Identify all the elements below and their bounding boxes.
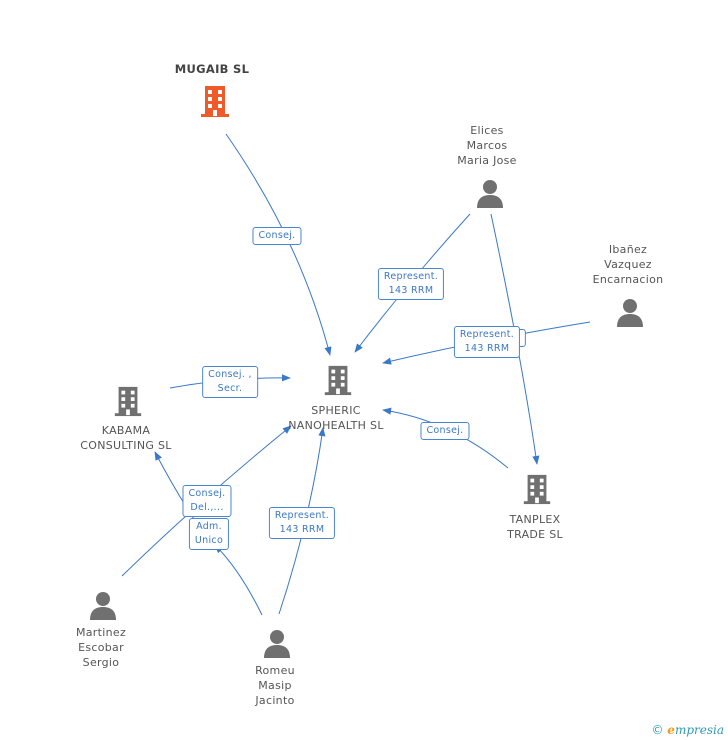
node-label-line: Vazquez	[604, 258, 652, 271]
edge-label-line: Secr.	[217, 383, 243, 394]
node-label-line: Jacinto	[255, 694, 295, 707]
copyright-symbol: ©	[651, 723, 664, 737]
node-label-line: TRADE SL	[507, 528, 563, 541]
person-icon-martinez[interactable]	[88, 590, 118, 620]
edge-label-line: Represent.	[274, 510, 330, 521]
brand-initial: e	[667, 723, 675, 737]
edge-label-martinez-spheric[interactable]: Consej. Del.,...	[182, 485, 232, 517]
edge-label-ibanez-spheric[interactable]: Represent. 143 RRM	[453, 326, 521, 358]
edge-romeu-kabama	[214, 544, 263, 616]
edge-label-line: Consej.	[188, 488, 226, 499]
node-label-line: Maria Jose	[457, 154, 517, 167]
edge-label-elices-spheric[interactable]: Represent. 143 RRM	[377, 268, 445, 300]
node-label-line: Escobar	[78, 641, 124, 654]
edge-label-line: 143 RRM	[464, 343, 510, 354]
edge-label-line: Consej. ,	[208, 369, 252, 380]
node-label-line: Elices	[470, 124, 504, 137]
node-label-line: TANPLEX	[509, 513, 561, 526]
node-label-tanplex[interactable]: TANPLEX TRADE SL	[507, 512, 563, 542]
company-icon-kabama[interactable]	[112, 384, 144, 418]
person-icon-elices[interactable]	[475, 178, 505, 208]
company-icon-mugaib[interactable]	[198, 84, 232, 118]
node-label-line: SPHERIC	[311, 404, 361, 417]
edge-label-romeu-spheric[interactable]: Represent. 143 RRM	[268, 507, 336, 539]
person-icon-romeu[interactable]	[262, 628, 292, 658]
user-icon	[617, 299, 643, 327]
node-label-line: Martinez	[75, 626, 127, 639]
person-icon-ibanez[interactable]	[615, 297, 645, 327]
edge-label-line: 143 RRM	[388, 285, 434, 296]
node-label-kabama[interactable]: KABAMA CONSULTING SL	[80, 423, 171, 453]
node-label-line: Sergio	[82, 656, 120, 669]
edge-label-line: Consej.	[258, 230, 296, 241]
node-label-line: Romeu	[255, 664, 295, 677]
edge-label-line: Represent.	[459, 329, 515, 340]
node-label-line: KABAMA	[101, 424, 151, 437]
edge-label-kabama-spheric[interactable]: Consej. , Secr.	[202, 366, 258, 398]
node-label-line: CONSULTING SL	[80, 439, 172, 452]
edge-label-line: Consej.	[426, 425, 464, 436]
company-icon-tanplex[interactable]	[521, 472, 553, 506]
node-label-mugaib[interactable]: MUGAIB SL	[175, 62, 249, 77]
node-label-line: Encarnacion	[592, 273, 664, 286]
node-label-line: Masip	[258, 679, 292, 692]
empresia-watermark[interactable]: © empresia	[651, 723, 724, 737]
user-icon	[477, 180, 503, 208]
edge-label-tanplex-spheric[interactable]: Consej.	[420, 422, 470, 440]
edge-label-line: Unico	[194, 535, 224, 546]
brand-name: mpresia	[674, 723, 724, 737]
node-label-line: Ibañez	[608, 243, 648, 256]
edge-label-line: 143 RRM	[279, 524, 325, 535]
node-label-spheric[interactable]: SPHERIC NANOHEALTH SL	[288, 403, 384, 433]
node-label-line: MUGAIB SL	[174, 62, 250, 76]
edge-label-line: Adm.	[196, 521, 222, 532]
edge-label-line: Represent.	[383, 271, 439, 282]
node-label-line: Marcos	[466, 139, 508, 152]
edge-label-romeu-kabama[interactable]: Adm. Unico	[188, 518, 230, 550]
user-icon	[90, 592, 116, 620]
user-icon	[264, 630, 290, 658]
node-label-line: NANOHEALTH SL	[288, 419, 384, 432]
company-icon-spheric[interactable]	[322, 363, 354, 397]
edge-label-line: Del.,...	[190, 502, 224, 513]
edge-label-mugaib-spheric[interactable]: Consej.	[252, 227, 302, 245]
